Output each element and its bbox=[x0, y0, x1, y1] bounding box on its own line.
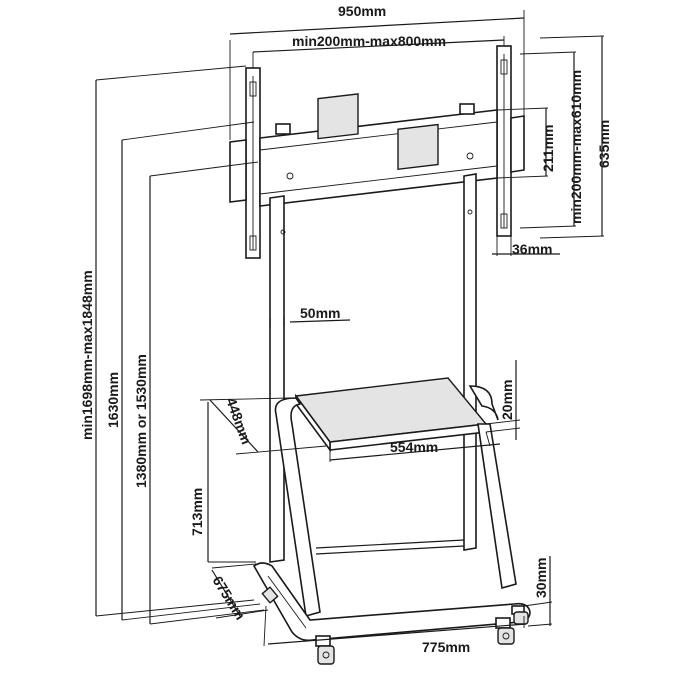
label-bracket-height: 211mm bbox=[540, 125, 556, 172]
label-shelf-width: 554mm bbox=[390, 439, 438, 455]
label-base-clearance: 30mm bbox=[533, 558, 549, 598]
label-overall-width: 950mm bbox=[338, 3, 386, 19]
caster-front-right bbox=[495, 617, 515, 645]
label-height-range: min1698mm-max1848mm bbox=[79, 270, 95, 440]
tv-stand-drawing bbox=[229, 45, 531, 665]
left-clamp bbox=[229, 139, 247, 203]
caster-front-left bbox=[315, 635, 335, 665]
label-depth-offset: 36mm bbox=[512, 241, 552, 257]
label-base-width: 775mm bbox=[422, 639, 470, 655]
label-base-depth: 675mm bbox=[209, 573, 248, 622]
right-vesa-rail bbox=[496, 45, 512, 237]
mounting-bracket bbox=[259, 93, 498, 207]
label-shelf-thickness: 20mm bbox=[499, 380, 515, 420]
dimension-labels: 950mm min200mm-max800mm 211mm min200mm-m… bbox=[79, 3, 612, 655]
casters bbox=[315, 605, 529, 665]
label-shelf-depth: 448mm bbox=[223, 396, 255, 447]
dimension-lines bbox=[95, 10, 605, 647]
label-height-mount: 1380mm or 1530mm bbox=[133, 354, 149, 488]
base-frame bbox=[252, 562, 531, 642]
label-shelf-height: 713mm bbox=[189, 488, 205, 536]
label-vesa-width: min200mm-max800mm bbox=[292, 33, 446, 49]
left-pole bbox=[269, 195, 285, 563]
right-clamp bbox=[510, 115, 525, 173]
shelf bbox=[294, 377, 488, 453]
label-height-top: 1630mm bbox=[105, 372, 121, 428]
poles bbox=[269, 173, 477, 563]
label-vesa-height: min200mm-max610mm bbox=[568, 70, 584, 224]
right-pole bbox=[463, 173, 477, 551]
label-pole-width: 50mm bbox=[300, 305, 340, 321]
label-rail-height: 635mm bbox=[596, 120, 612, 168]
shelf-support-arms bbox=[274, 385, 517, 618]
